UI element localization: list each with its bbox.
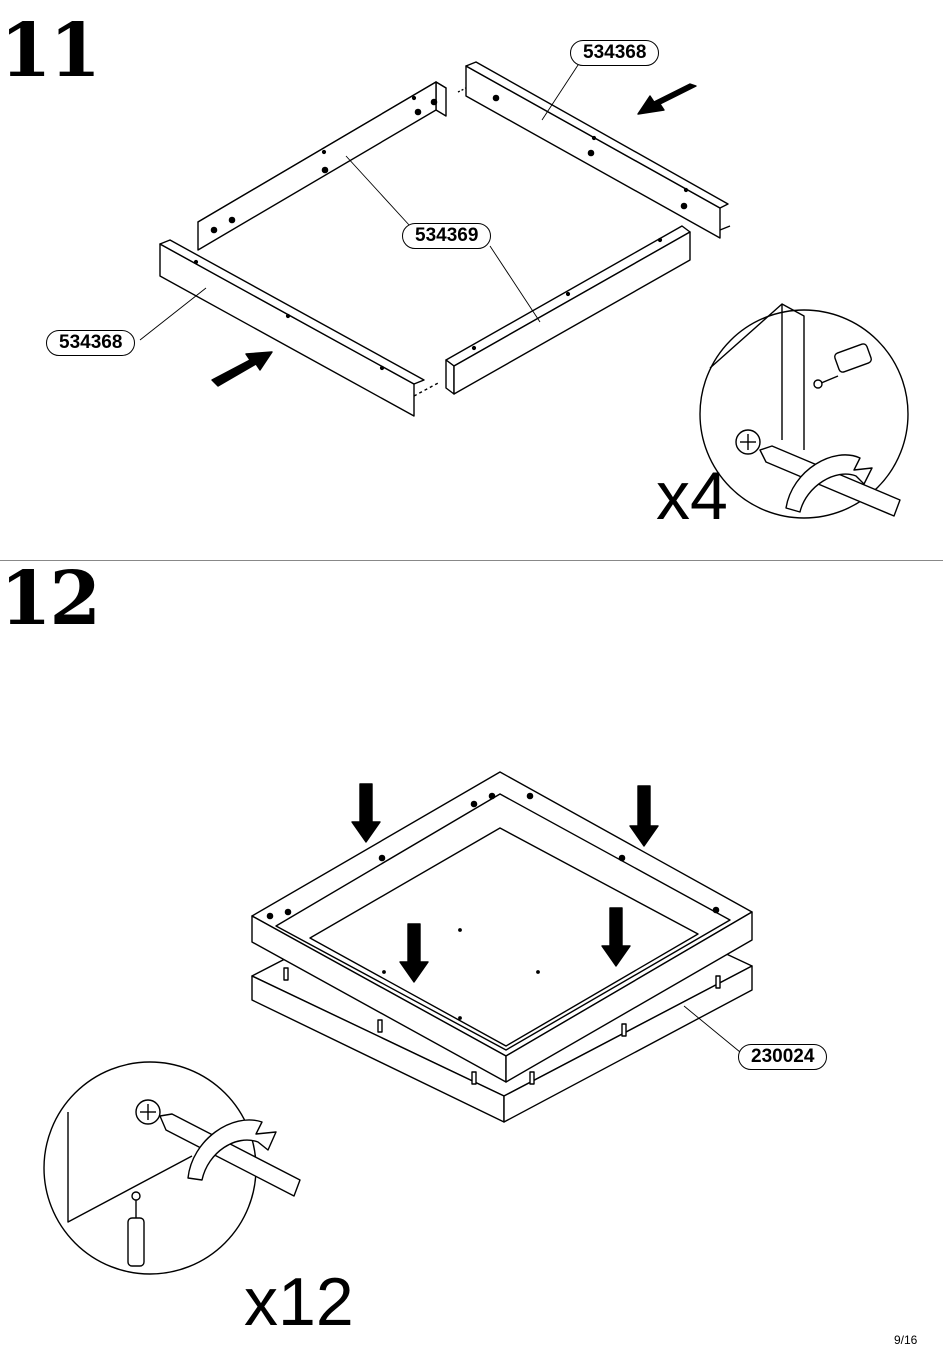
cam-lock-icon (736, 430, 760, 454)
part-label-534369: 534369 (402, 223, 491, 249)
step-divider (0, 560, 943, 561)
arrow-icon (630, 786, 658, 846)
rail-534369-front (446, 226, 690, 394)
quantity-x4: x4 (656, 462, 728, 530)
arrow-icon (638, 84, 696, 114)
arrow-icon (212, 352, 272, 386)
step-11-number: 11 (0, 14, 99, 88)
part-label-534368-left: 534368 (46, 330, 135, 356)
quantity-x12: x12 (244, 1268, 354, 1336)
cam-bolt-detail (44, 1062, 300, 1274)
arrow-icon (352, 784, 380, 842)
cam-lock-detail (700, 304, 908, 518)
part-label-230024: 230024 (738, 1044, 827, 1070)
part-label-534368-top: 534368 (570, 40, 659, 66)
rail-534368-front (160, 240, 440, 416)
cam-lock-icon (136, 1100, 160, 1124)
page-number: 9/16 (894, 1333, 917, 1347)
step-12-number: 12 (0, 562, 99, 636)
